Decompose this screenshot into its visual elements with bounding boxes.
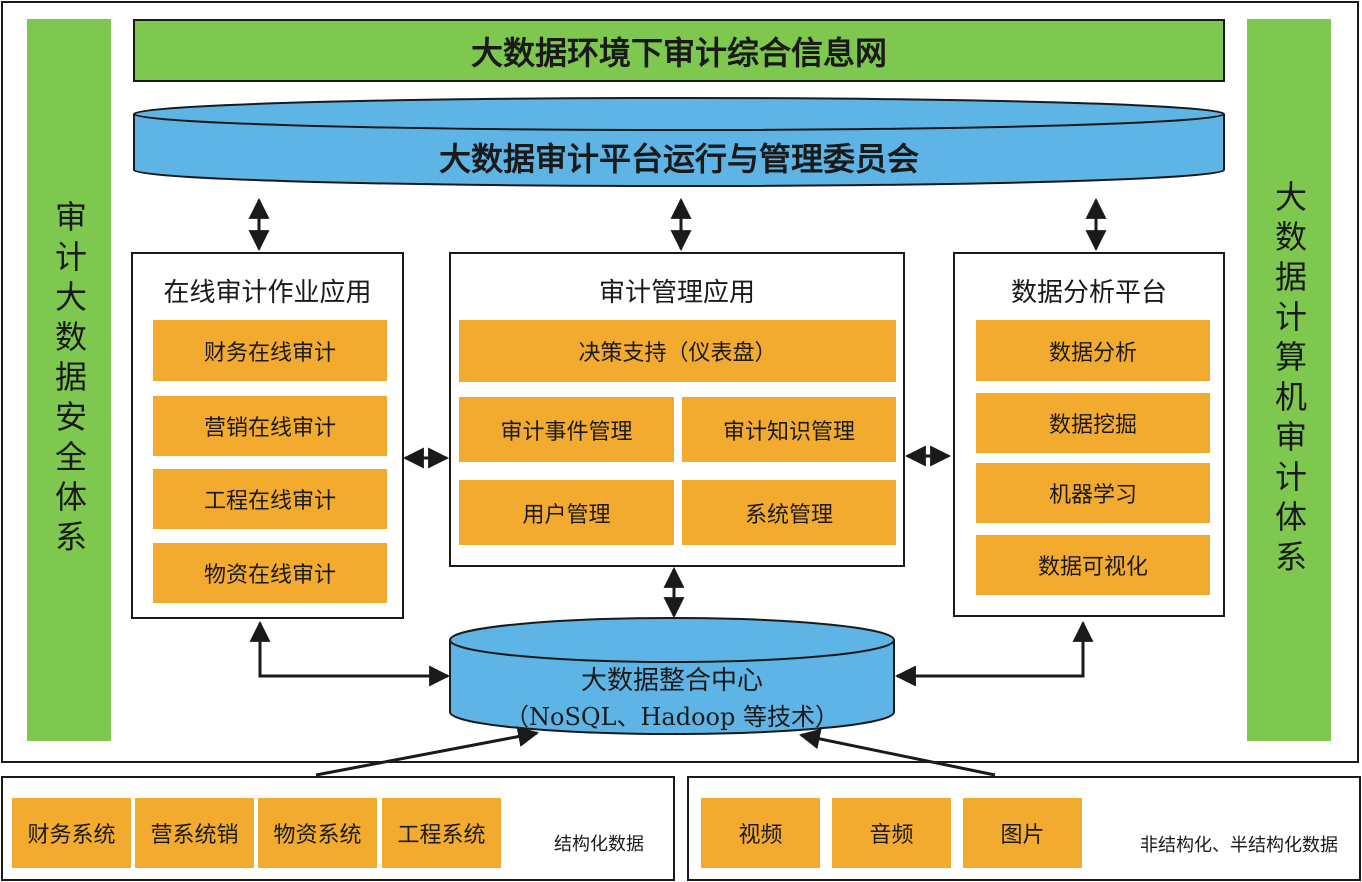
online-item-finance: 财务在线审计 (153, 320, 387, 381)
integration-center-tech: （NoSQL、Hadoop 等技术） (505, 703, 839, 731)
structured-data-label: 结构化数据 (554, 834, 644, 855)
event-management-box: 审计事件管理 (459, 397, 674, 462)
source-engineering-system: 工程系统 (382, 798, 501, 868)
decision-support-box: 决策支持（仪表盘） (459, 320, 896, 382)
online-audit-title: 在线审计作业应用 (163, 278, 372, 308)
computer-audit-label: 大数据计算机审计体系 (1270, 180, 1308, 580)
analysis-item-mining: 数据挖掘 (976, 393, 1210, 453)
data-analysis-title: 数据分析平台 (1010, 278, 1167, 308)
unstructured-data-label: 非结构化、半结构化数据 (1140, 835, 1338, 856)
top-title-bar: 大数据环境下审计综合信息网 (133, 19, 1225, 82)
integration-center-label: 大数据整合中心 (580, 666, 763, 696)
analysis-item-analysis: 数据分析 (976, 320, 1210, 381)
system-management-box: 系统管理 (682, 480, 896, 545)
source-video: 视频 (701, 798, 820, 868)
arrow-structured-input (315, 726, 540, 777)
audit-management-title: 审计管理应用 (598, 278, 755, 308)
source-materials-system: 物资系统 (258, 798, 377, 868)
knowledge-management-box: 审计知识管理 (682, 397, 896, 462)
source-finance-system: 财务系统 (12, 798, 131, 868)
online-item-materials: 物资在线审计 (153, 543, 387, 603)
arrow-online-center (249, 620, 451, 687)
user-management-box: 用户管理 (459, 480, 674, 545)
arrow-unstructured-input (798, 728, 996, 777)
source-image: 图片 (963, 798, 1082, 868)
top-title-text: 大数据环境下审计综合信息网 (470, 33, 887, 72)
source-marketing-system: 营系统销 (135, 798, 254, 868)
analysis-item-visualization: 数据可视化 (976, 535, 1210, 595)
online-item-marketing: 营销在线审计 (153, 396, 387, 456)
committee-label: 大数据审计平台运行与管理委员会 (438, 140, 919, 178)
online-item-engineering: 工程在线审计 (153, 469, 387, 529)
security-system-column: 审计大数据安全体系 (27, 19, 111, 741)
computer-audit-column: 大数据计算机审计体系 (1247, 19, 1331, 741)
security-system-label: 审计大数据安全体系 (50, 200, 88, 560)
analysis-item-ml: 机器学习 (976, 463, 1210, 523)
integration-center-cylinder (449, 617, 895, 735)
source-audio: 音频 (832, 798, 951, 868)
arrow-analysis-center (894, 620, 1094, 687)
committee-cylinder (133, 97, 1225, 187)
